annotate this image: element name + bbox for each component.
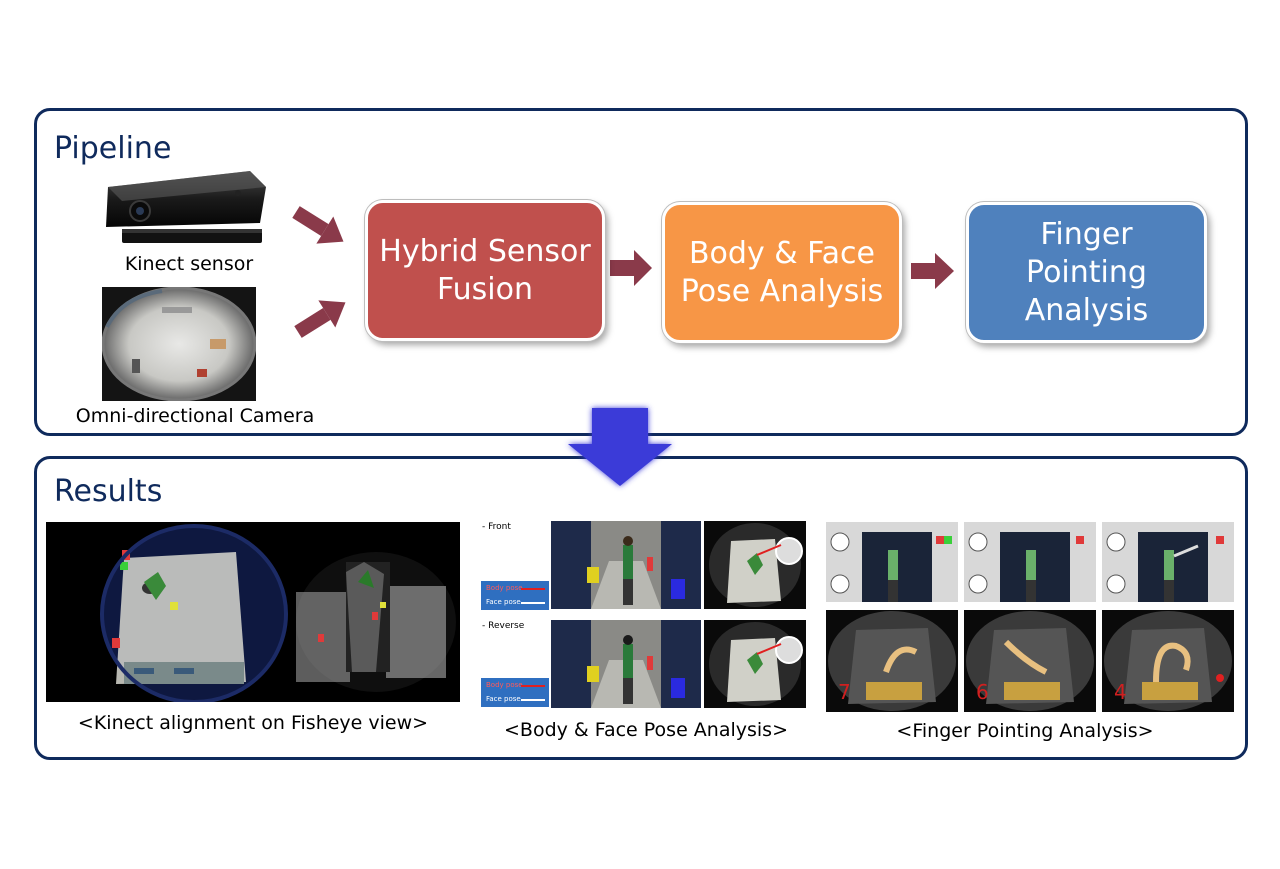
finger-bottom-3: [1102, 610, 1234, 712]
finger-count-1: 7: [838, 680, 851, 704]
legend-face-text: Face pose: [486, 695, 521, 703]
finger-top-2: [964, 522, 1096, 602]
omni-camera-label: Omni-directional Camera: [75, 405, 315, 427]
legend-body-text: Body pose: [486, 681, 523, 689]
body-face-pose-caption: <Body & Face Pose Analysis>: [503, 719, 789, 741]
finger-top-3: [1102, 522, 1234, 602]
stage-body-face-pose-analysis: Body & Face Pose Analysis: [662, 202, 902, 343]
stage-hybrid-sensor-fusion: Hybrid Sensor Fusion: [365, 200, 605, 341]
finger-top-1: [826, 522, 958, 602]
kinect-sensor-icon: [106, 171, 266, 243]
kinect-alignment-caption: <Kinect alignment on Fisheye view>: [77, 712, 429, 734]
kinect-alignment-image: [46, 522, 460, 702]
finger-count-3: 4: [1114, 680, 1127, 704]
kinect-sensor-label: Kinect sensor: [124, 253, 254, 275]
front-label: - Front: [482, 522, 511, 532]
legend-face-line: [521, 602, 545, 604]
legend-face-text: Face pose: [486, 598, 521, 606]
body-face-pose-images: [551, 521, 806, 708]
finger-pointing-caption: <Finger Pointing Analysis>: [896, 720, 1154, 742]
legend-face-line: [521, 699, 545, 701]
legend-body-line: [521, 685, 545, 687]
reverse-label: - Reverse: [482, 621, 525, 631]
pose-legend-front: Body pose Face pose: [481, 581, 549, 610]
fisheye-camera-image: [102, 287, 256, 401]
finger-bottom-1: [826, 610, 958, 712]
stage-finger-pointing-analysis: Finger Pointing Analysis: [966, 202, 1207, 343]
legend-body-text: Body pose: [486, 584, 523, 592]
legend-body-line: [521, 588, 545, 590]
results-title: Results: [54, 474, 163, 509]
finger-count-2: 6: [976, 680, 989, 704]
finger-bottom-2: [964, 610, 1096, 712]
down-arrow-icon: [568, 408, 672, 486]
pipeline-title: Pipeline: [54, 131, 172, 166]
finger-pointing-images: [826, 522, 1234, 712]
pose-legend-reverse: Body pose Face pose: [481, 678, 549, 707]
